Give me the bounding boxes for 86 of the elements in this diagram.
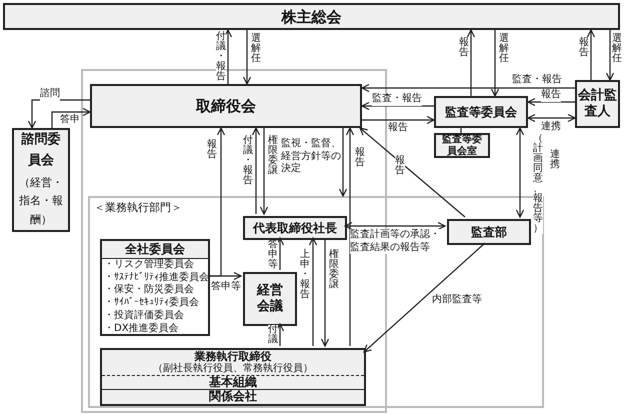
president-box [243,216,347,240]
audit-committee-box [434,96,528,128]
edge-label: 連携 [541,121,561,134]
edge-label: 権限委譲 [268,136,278,176]
row-label: 業務執行取締役 [194,350,272,363]
edge-label: 権限委譲 [329,250,339,290]
audit-department-box [447,219,531,245]
advisory-committee-box [12,128,70,232]
edge-label: 報告 [541,89,561,102]
section-heading: ＜業務執行部門＞ [94,200,182,215]
arrow [606,30,614,81]
arrow [208,272,242,280]
node-note: （経営・指名・報酬） [18,174,64,228]
management-meeting-box [243,272,297,326]
node-title: 代表取締役社長 [253,220,337,236]
arrow [242,30,252,85]
edge-label: 監査計画等の承認・監査結果の報告等 [350,229,442,254]
node-title: 株主総会 [282,8,342,26]
edge-label: 報告 [395,156,405,176]
note: （計画同意、報告等） [533,134,543,234]
edge-label: 監視・監督、経営方針等の決定 [281,138,342,176]
arrow [346,127,354,346]
node-title: 取締役会 [196,97,256,115]
committee-list-box [100,239,210,336]
edge-label: 報告 [459,38,469,58]
row-label: 基本組織 [102,376,364,390]
subtitle: （副社長執行役員、常務執行役員） [102,363,364,376]
edge-label: 連携 [550,150,560,170]
node-title: 監査部 [471,224,507,240]
edge-label: 付議 [268,325,278,345]
double-arrow [516,127,524,218]
connector-line [460,128,462,133]
arrow [320,238,330,347]
list-item: ・ｻｲﾊﾞｰｾｷｭﾘﾃｨ委員会 [103,297,200,310]
node-title: 会計監査人 [577,88,618,120]
edge-label: 選解任 [499,34,509,64]
arrow [28,99,90,129]
list-item: ・DX推進委員会 [103,322,180,336]
arrow [361,102,434,110]
edge-label: 報告 [388,122,408,134]
list-item: ・リスク管理委員会 [103,259,195,272]
arrow [466,29,476,96]
edge-label: 上申・報告 [300,250,310,300]
arrow [338,128,348,197]
arrow [252,127,260,214]
edge-label: 報告 [207,140,217,160]
edge-label: 付議・報告 [243,136,253,186]
auditor-box [575,80,620,128]
arrow [308,237,318,346]
edge-label: 報告 [579,38,589,58]
edge-label: 監査・報告 [372,93,422,106]
list-heading: 全社委員会 [102,241,208,259]
arrow [362,116,435,124]
arrow [586,29,596,80]
arrow [260,128,268,215]
arrow [490,30,500,97]
edge-label: 選解任 [251,34,261,64]
double-arrow [344,222,446,230]
list-item: ・ｻｽﾃﾅﾋﾞﾘﾃｨ推進委員会 [103,272,208,284]
edge-label: 報告 [355,148,365,168]
node-title: 諮問委員会 [20,130,62,170]
committee-office-box [434,133,490,158]
arrow [361,84,575,92]
row-label: 関係会社 [208,390,258,403]
board-box [90,84,362,128]
double-arrow [527,114,576,122]
arrow [359,127,466,218]
node-title: 監査等委員会 [445,104,517,120]
edge-label: 選解任 [612,34,622,64]
edge-label: 答申等 [211,281,241,294]
edge-label: 内部監査等 [432,294,482,306]
list-item: ・保安・防災委員会 [103,284,195,296]
list-item: ・投資評価委員会 [103,310,185,322]
node-title: 監査等委員会室 [442,134,482,158]
edge-label: 諮問 [40,88,60,100]
edge-label: 監査・報告 [512,74,562,86]
edge-label: 付議・報告 [216,32,226,82]
arrow [363,242,486,353]
arrow [527,98,575,106]
edge-label: 答申等 [268,240,278,270]
arrow [224,29,232,84]
arrow [51,108,91,128]
executive-organization-box [100,348,366,406]
node-title: 経営会議 [256,283,284,315]
shareholders-meeting-box [3,3,620,30]
edge-label: 答申 [60,114,80,126]
